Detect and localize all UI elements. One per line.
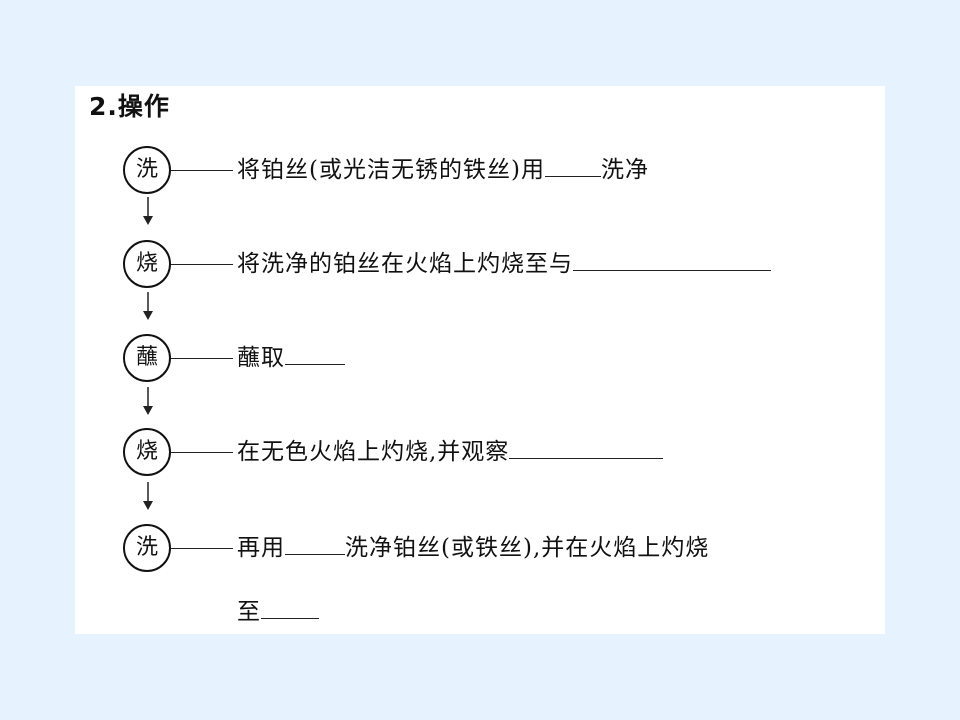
down-arrow-icon	[143, 387, 153, 415]
step-text-line2: 至	[237, 599, 261, 625]
step-text-before: 蘸取	[237, 345, 285, 371]
answer-blank	[285, 532, 345, 555]
step-connector	[171, 358, 233, 359]
step-connector	[171, 452, 233, 453]
step-text-5: 再用 洗净铂丝(或铁丝),并在火焰上灼烧	[237, 532, 709, 564]
step-text-before: 将铂丝(或光洁无锈的铁丝)用	[237, 157, 545, 183]
answer-blank	[285, 342, 345, 365]
step-text-before: 将洗净的铂丝在火焰上灼烧至与	[237, 251, 573, 277]
step-text-1: 将铂丝(或光洁无锈的铁丝)用 洗净	[237, 154, 649, 186]
step-text-3: 蘸取	[237, 342, 345, 374]
step-circle-label: 烧	[135, 439, 158, 464]
step-text-after: 洗净	[600, 157, 649, 183]
down-arrow-icon	[143, 197, 153, 225]
content-panel	[75, 86, 885, 634]
step-circle-burn-1: 烧	[123, 240, 171, 288]
answer-blank	[544, 154, 601, 177]
step-connector	[171, 264, 233, 265]
step-circle-label: 烧	[135, 251, 158, 276]
step-text-before: 在无色火焰上灼烧,并观察	[237, 439, 510, 465]
down-arrow-icon	[143, 292, 153, 320]
step-circle-burn-2: 烧	[123, 428, 171, 476]
answer-blank	[509, 436, 664, 459]
section-heading: 2.操作	[89, 92, 170, 121]
step-circle-label: 蘸	[135, 345, 158, 370]
step-text-2: 将洗净的铂丝在火焰上灼烧至与	[237, 248, 771, 280]
answer-blank	[573, 248, 771, 271]
down-arrow-icon	[143, 482, 153, 510]
step-connector	[171, 548, 233, 549]
step-text-4: 在无色火焰上灼烧,并观察	[237, 436, 664, 468]
step-connector	[171, 170, 233, 171]
step-circle-label: 洗	[135, 157, 158, 182]
step-text-before: 再用	[237, 535, 285, 561]
answer-blank	[261, 596, 319, 619]
step-text-middle: 洗净铂丝(或铁丝),并在火焰上灼烧	[345, 535, 710, 561]
step-circle-label: 洗	[135, 535, 158, 560]
step-text-5-line2: 至	[237, 596, 319, 628]
step-circle-dip: 蘸	[123, 334, 171, 382]
step-circle-wash-1: 洗	[123, 146, 171, 194]
step-circle-wash-2: 洗	[123, 524, 171, 572]
